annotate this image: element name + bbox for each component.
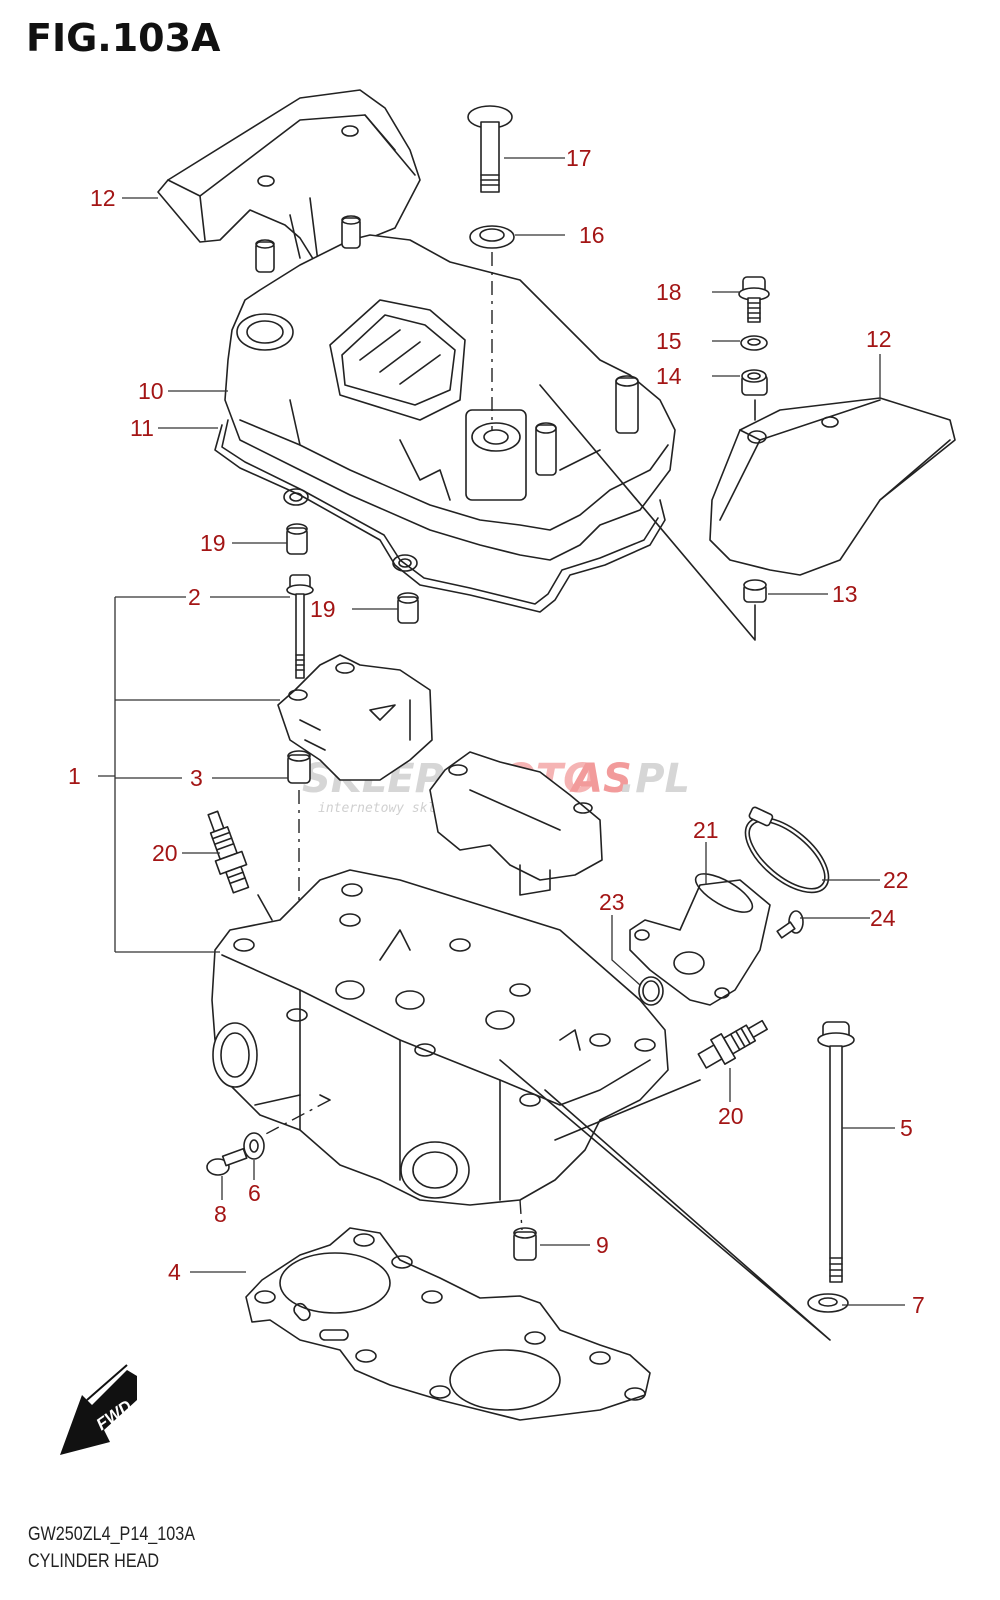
leader-lines — [98, 157, 905, 1306]
callout-9: 9 — [596, 1232, 609, 1258]
camshaft-holder-rear — [429, 751, 603, 896]
assembly-line — [499, 1059, 831, 1341]
callout-2: 2 — [188, 584, 201, 610]
callout-21: 21 — [693, 817, 719, 843]
watermark-part4: .PL — [620, 756, 690, 802]
part-19-dowel-pin-b — [397, 592, 419, 624]
part-2-bolt — [286, 574, 314, 679]
callout-5: 5 — [900, 1115, 913, 1141]
callout-16: 16 — [579, 222, 605, 248]
callout-8: 8 — [214, 1201, 227, 1227]
part-15-washer — [740, 335, 768, 351]
assembly-line — [554, 1079, 701, 1141]
callout-24: 24 — [870, 905, 896, 931]
part-12-right-trim — [709, 397, 956, 576]
part-18-bolt — [738, 276, 770, 323]
part-8-bolt — [206, 1147, 248, 1176]
callout-20-left: 20 — [152, 840, 178, 866]
part-11-cover-gasket — [214, 419, 666, 613]
callout-labels: 12 17 16 18 15 14 12 10 11 19 13 2 19 1 … — [68, 145, 925, 1318]
part-24-screw — [776, 910, 804, 939]
part-6-washer — [243, 1132, 265, 1160]
part-13-grommet — [743, 579, 767, 603]
part-3-dowel-pin — [287, 750, 311, 784]
part-17-cover-bolt — [467, 105, 513, 193]
part-19-dowel-pin-a — [286, 523, 308, 555]
callout-22: 22 — [883, 867, 909, 893]
part-10-head-cover — [224, 215, 676, 561]
callout-15: 15 — [656, 328, 682, 354]
figure-code: GW250ZL4_P14_103A — [28, 1524, 195, 1545]
callout-7: 7 — [912, 1292, 925, 1318]
part-21-intake-pipe — [629, 873, 771, 1006]
callout-4: 4 — [168, 1259, 181, 1285]
part-14-cushion — [741, 369, 768, 396]
callout-20-right: 20 — [718, 1103, 744, 1129]
callout-23: 23 — [599, 889, 625, 915]
callout-1: 1 — [68, 763, 81, 789]
part-20-spark-plug-right — [697, 1019, 768, 1069]
callout-12-left: 12 — [90, 185, 116, 211]
callout-18: 18 — [656, 279, 682, 305]
part-9-dowel-pin — [513, 1227, 537, 1261]
part-23-o-ring — [638, 976, 664, 1006]
callout-17: 17 — [566, 145, 592, 171]
callout-3: 3 — [190, 765, 203, 791]
watermark-part3: AS — [569, 756, 632, 802]
figure-title: FIG.103A — [26, 16, 221, 60]
part-4-head-gasket — [245, 1227, 651, 1421]
callout-14: 14 — [656, 363, 682, 389]
figure-caption: CYLINDER HEAD — [28, 1551, 160, 1572]
callout-11: 11 — [130, 415, 154, 441]
callout-6: 6 — [248, 1180, 261, 1206]
callout-10: 10 — [138, 378, 164, 404]
part-7-washer — [807, 1293, 849, 1313]
fwd-arrow-icon: FWD — [60, 1364, 137, 1455]
camshaft-holder-front — [277, 654, 433, 781]
cylinder-head — [211, 869, 669, 1206]
assembly-line — [539, 384, 756, 641]
part-20-spark-plug-left — [207, 810, 273, 921]
callout-13: 13 — [832, 581, 858, 607]
part-5-long-bolt — [817, 1021, 855, 1283]
callout-12-right: 12 — [866, 326, 892, 352]
callout-19-a: 19 — [200, 530, 226, 556]
assembly-line — [519, 1199, 523, 1231]
callout-19-b: 19 — [310, 596, 336, 622]
part-16-seal-washer — [469, 225, 515, 249]
part-22-clamp — [744, 806, 830, 894]
